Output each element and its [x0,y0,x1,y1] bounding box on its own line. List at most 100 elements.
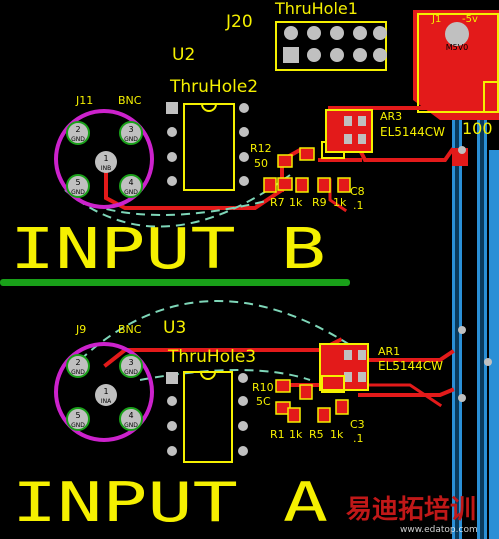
j11-pad-5 [66,174,90,198]
u2-pad [167,152,177,162]
u3-pin1 [166,372,178,384]
pin-number: 4 [128,178,133,187]
j9-pad-5 [66,407,90,431]
junction-via [484,358,492,366]
pin-name: GND [124,189,138,196]
j11-bnc-connector: J11 BNC 2 GND 3 GND 1 INB 5 GND 4 GND [54,94,154,209]
j20-pad [284,26,298,40]
c8-pad [337,177,351,193]
j20-pad [330,26,344,40]
u3-ic: U3 ThruHole3 [163,318,256,463]
pin-number: 2 [75,125,80,134]
r10-pad [275,379,291,393]
j20-label: J20 [225,12,253,32]
j20-pad [307,48,321,62]
j20-pad [373,48,387,62]
j11-pad-4 [119,174,143,198]
bnc-bottom-label: BNC [118,323,142,336]
bottom-smd-parts: R10 5C R1 1k R5 1k C3 .1 AR1 EL5144CW [252,326,492,445]
r5-pad [335,399,349,415]
r5-value: 1k [330,428,344,441]
u2-pin1 [166,102,178,114]
j1-minus5v-label: -5v [462,14,478,25]
u3-pad [167,421,177,431]
j20-outline [275,21,387,71]
el-top-label: EL5144CW [380,125,445,139]
r1-value: 1k [289,428,303,441]
u2-pad [239,103,249,113]
r1-label: R1 [270,428,285,441]
u3-pad [167,446,177,456]
c3-label: C3 [350,418,365,431]
ar1-pad [358,372,366,382]
r1-pad [299,384,313,400]
j11-label: J11 [75,94,93,107]
junction-via [458,394,466,402]
input-a-label: INPUT A [12,471,328,534]
pin-number: 1 [103,387,108,396]
ar1-cap-pad [321,375,345,393]
bottom-copper-layer [452,118,499,539]
r10-value: 5C [256,395,271,408]
r7-pad [295,177,309,193]
pin-number: 1 [103,154,108,163]
top-smd-parts: R12 50 R7 1k R9 1k C8 .1 AR3 EL5144CW 10… [250,88,493,212]
pin-name: INA [101,398,112,405]
u3-body [183,371,233,463]
pin-name: GND [124,136,138,143]
r7-value: 1k [289,196,303,209]
ar1-pad [344,350,352,360]
pin-name: GND [71,369,85,376]
u3-notch [200,371,216,380]
ar1-label: AR1 [378,345,400,358]
pin-name: GND [71,422,85,429]
ar1-trace [358,383,443,408]
ar3-pad [358,134,366,144]
pin-number: 4 [128,411,133,420]
j20-header: J20 ThruHole1 [225,0,387,71]
watermark-url: www.edatop.com [400,525,478,535]
j11-pad-1 [95,151,117,173]
j1-m5v0-label: M5V0 [446,43,469,52]
j20-pad [307,26,321,40]
u3-label: U3 [163,318,186,338]
r9-pad [299,147,315,161]
hundred-label: 100 [462,119,493,138]
r9-label: R9 [312,196,327,209]
r1-pad [287,407,301,423]
j1-outline [417,13,499,113]
u3-pad [238,373,248,383]
junction-via [458,326,466,334]
r7-pad [263,177,277,193]
ratsnest-line [64,174,291,228]
c8-value: .1 [353,199,364,212]
j9-bnc-connector: J9 BNC 2 GND 3 GND 1 INA 5 GND 4 GND [54,323,154,442]
r5-pad [317,407,331,423]
j9-pad-3 [119,354,143,378]
ar3-label: AR3 [380,110,402,123]
bottom-trace-gap [455,118,459,539]
j20-pin1-square [283,47,299,63]
ar1-pad [358,350,366,360]
pin-number: 2 [75,358,80,367]
thruhole1-label: ThruHole1 [274,0,358,18]
bottom-trace [489,150,499,539]
u2-pad [239,127,249,137]
j11-outline [54,109,154,209]
j1-pad [483,81,499,113]
u3-pad [238,421,248,431]
j9-pad-2 [66,354,90,378]
thruhole3-label: ThruHole3 [167,347,256,367]
c3-value: .1 [353,432,364,445]
r7-label: R7 [270,196,285,209]
u2-ic: U2 ThruHole2 [166,45,258,191]
pin-number: 3 [128,358,133,367]
r12-pad [277,177,293,191]
u3-pad [167,396,177,406]
j11-pad-2 [66,121,90,145]
ratsnest-line [79,300,351,361]
j20-pad [373,26,387,40]
ar3-pad [344,134,352,144]
u2-label: U2 [172,45,195,65]
